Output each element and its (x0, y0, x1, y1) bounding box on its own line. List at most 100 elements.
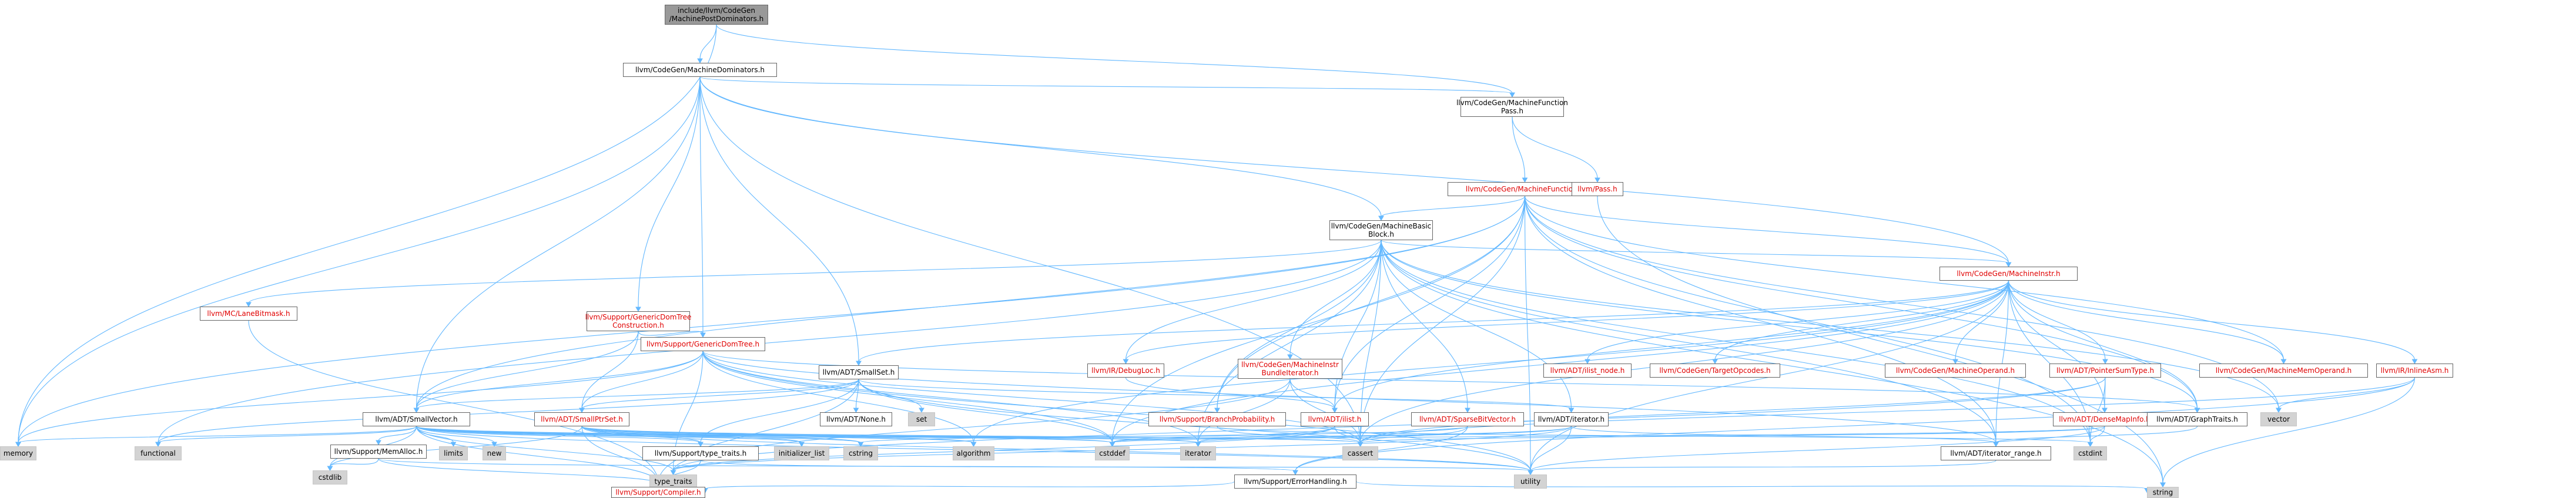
node-sbv[interactable]: llvm/ADT/SparseBitVector.h (1411, 412, 1524, 426)
edge-mi-to-smallset (858, 280, 2009, 362)
node-string: string (2147, 487, 2179, 498)
node-label-gdtc: llvm/Support/GenericDomTree (585, 313, 692, 321)
node-gdtc[interactable]: llvm/Support/GenericDomTreeConstruction.… (585, 311, 692, 331)
edge-mbb-to-functional (158, 240, 1382, 443)
arrowhead-mfp-to-mf (1522, 177, 1528, 183)
arrowhead-root-to-mdom (697, 58, 703, 64)
node-irange[interactable]: llvm/ADT/iterator_range.h (1941, 446, 2051, 460)
node-mdom[interactable]: llvm/CodeGen/MachineDominators.h (623, 63, 777, 77)
edge-mbb-to-string (1381, 240, 2163, 484)
edge-sps-to-initlist (581, 426, 802, 443)
node-label-svec: llvm/ADT/SmallVector.h (375, 415, 457, 423)
node-svec[interactable]: llvm/ADT/SmallVector.h (363, 412, 470, 426)
edge-mi-to-inlasm (2008, 280, 2416, 361)
node-utility: utility (1514, 475, 1547, 489)
arrowhead-mi-to-listnode (1585, 359, 1590, 365)
node-mf[interactable]: llvm/CodeGen/MachineFunction.h (1448, 182, 1602, 196)
node-label-root: include/llvm/CodeGen (678, 6, 755, 15)
node-debugloc[interactable]: llvm/IR/DebugLoc.h (1087, 364, 1164, 378)
node-listnode[interactable]: llvm/ADT/ilist_node.h (1543, 364, 1632, 378)
node-iter[interactable]: llvm/ADT/iterator.h (1534, 412, 1609, 426)
edge-iter-to-irange (1570, 426, 1997, 443)
node-label-ttraits: type_traits (654, 477, 692, 486)
edge-mbb-to-mibi (1289, 240, 1382, 356)
arrowhead-gdtc-to-gdt (700, 332, 706, 338)
edge-smallset-to-sps (581, 379, 859, 409)
node-label-smallset: llvm/ADT/SmallSet.h (823, 368, 895, 376)
node-mop[interactable]: llvm/CodeGen/MachineOperand.h (1885, 364, 2026, 378)
arrowhead-mi-to-mop (1952, 359, 1958, 365)
node-tgtop[interactable]: llvm/CodeGen/TargetOpcodes.h (1650, 364, 1780, 378)
edge-mbb-to-cstdint (1381, 240, 2091, 443)
node-errh[interactable]: llvm/Support/ErrorHandling.h (1234, 475, 1356, 489)
arrowhead-mbb-to-sbv (1465, 408, 1470, 413)
edge-gdt-to-utility (702, 351, 1531, 472)
edge-mdom-to-gdt (699, 76, 704, 334)
edge-typetraits-to-ttraits (672, 460, 701, 472)
node-smallset[interactable]: llvm/ADT/SmallSet.h (819, 365, 899, 379)
node-mibi[interactable]: llvm/CodeGen/MachineInstrBundleIterator.… (1238, 359, 1342, 379)
node-sps[interactable]: llvm/ADT/SmallPtrSet.h (534, 412, 629, 426)
node-gtraits[interactable]: llvm/ADT/GraphTraits.h (2147, 412, 2247, 426)
node-box-gdtc (587, 311, 690, 331)
arrowhead-mi-to-smallset (856, 361, 862, 366)
edge-gdt-to-algorithm (702, 351, 974, 443)
node-gdt[interactable]: llvm/Support/GenericDomTree.h (641, 337, 765, 351)
edge-inlasm-to-vector (2278, 377, 2416, 409)
node-compiler[interactable]: llvm/Support/Compiler.h (611, 487, 705, 498)
edge-root-to-memory (18, 24, 717, 443)
arrowhead-iter-to-iterator (1195, 442, 1201, 447)
arrowhead-mbb-to-mi (2005, 262, 2012, 268)
edge-mbb-to-iterator (1197, 240, 1382, 443)
node-ilist[interactable]: llvm/ADT/ilist.h (1301, 412, 1369, 426)
node-label-typetraits: llvm/Support/type_traits.h (655, 449, 747, 457)
edge-smallset-to-iter (858, 379, 1572, 409)
node-box-svec (363, 412, 470, 426)
node-typetraits[interactable]: llvm/Support/type_traits.h (642, 446, 759, 460)
node-cstddef: cstddef (1095, 446, 1130, 460)
arrowhead-svec-to-functional (155, 442, 161, 447)
node-psum[interactable]: llvm/ADT/PointerSumType.h (2049, 364, 2161, 378)
node-inlasm[interactable]: llvm/IR/InlineAsm.h (2376, 364, 2453, 378)
node-box-listnode (1543, 364, 1632, 378)
edge-gdt-to-cstddef (702, 351, 1113, 443)
node-label-mfp: llvm/CodeGen/MachineFunction (1456, 99, 1568, 107)
edge-mf-to-cstddef (1111, 196, 1526, 443)
arrowhead-typetraits-to-ttraits (670, 470, 676, 476)
node-mmo[interactable]: llvm/CodeGen/MachineMemOperand.h (2199, 364, 2368, 378)
node-lanebm[interactable]: llvm/MC/LaneBitmask.h (200, 307, 297, 321)
node-new: new (483, 446, 506, 460)
edge-ilist-to-ttraits (672, 426, 1335, 472)
node-box-mop (1885, 364, 2026, 378)
arrowhead-inlasm-to-string (2160, 482, 2166, 488)
edge-gdt-to-gtraits (702, 351, 2198, 409)
node-dmi[interactable]: llvm/ADT/DenseMapInfo.h (2053, 412, 2156, 426)
node-label-debugloc: llvm/IR/DebugLoc.h (1091, 366, 1160, 375)
edge-smallset-to-svec (416, 379, 859, 409)
edge-dmi-to-utility (1530, 426, 2105, 472)
edge-mi-to-gtraits (2008, 280, 2198, 409)
node-pass[interactable]: llvm/Pass.h (1572, 182, 1623, 196)
arrowhead-dmi-to-cstdint (2087, 442, 2093, 447)
node-box-cassert (1342, 446, 1378, 460)
node-memalloc[interactable]: llvm/Support/MemAlloc.h (330, 445, 427, 459)
node-bprob[interactable]: llvm/Support/BranchProbability.h (1148, 412, 1286, 426)
node-mi[interactable]: llvm/CodeGen/MachineInstr.h (1939, 267, 2078, 281)
edge-typetraits-to-utility (700, 460, 1531, 472)
node-none[interactable]: llvm/ADT/None.h (820, 412, 892, 426)
arrowhead-mi-to-debugloc (1123, 359, 1129, 365)
graph-edges (15, 24, 2418, 493)
edge-debugloc-to-ilist (1125, 377, 1335, 409)
node-iterator: iterator (1180, 446, 1216, 460)
node-box-initlist (774, 446, 829, 460)
node-label-iterator: iterator (1185, 449, 1211, 457)
edge-gdt-to-sps (581, 351, 704, 409)
node-box-cstddef (1095, 446, 1130, 460)
edge-svec-to-functional (158, 426, 417, 443)
edge-memalloc-to-errh (378, 458, 1296, 472)
node-box-mi (1939, 267, 2078, 281)
edge-mi-to-mop (1955, 280, 2009, 361)
